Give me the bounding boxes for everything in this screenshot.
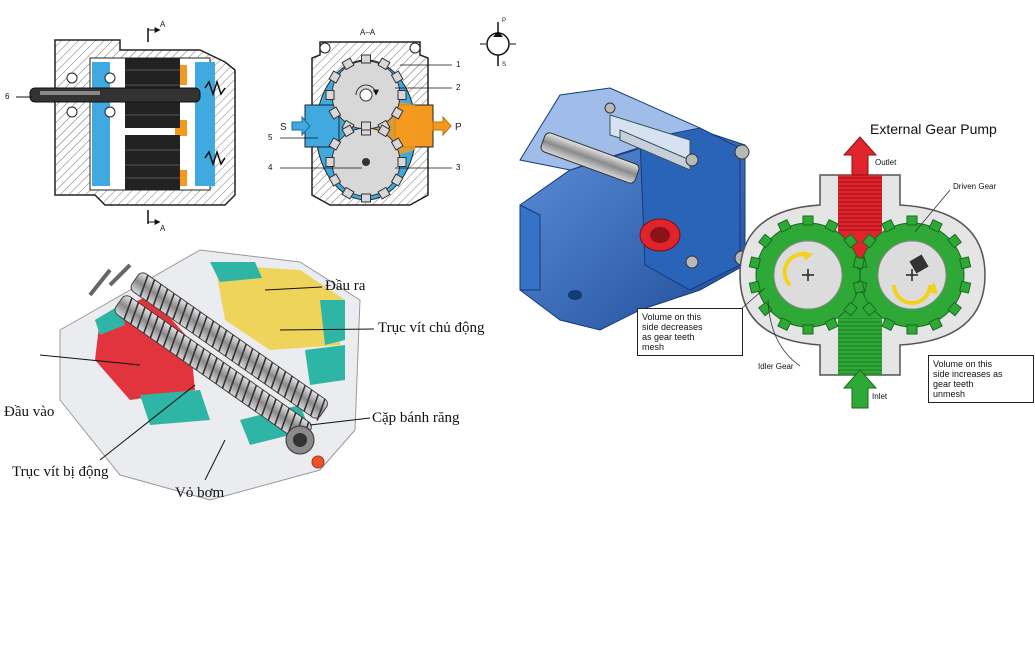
gear-tooth xyxy=(362,122,371,130)
callout-6: 6 xyxy=(5,92,9,101)
gear-tooth xyxy=(326,91,334,100)
callout-3: 3 xyxy=(456,163,460,172)
gear-tooth xyxy=(853,257,864,269)
label-inlet: Inlet xyxy=(872,392,887,401)
label-outlet-vn: Đầu ra xyxy=(325,278,365,295)
callout-2: 2 xyxy=(456,83,460,92)
section-title: A–A xyxy=(360,28,375,37)
gear-tooth xyxy=(907,216,917,225)
gear-tooth xyxy=(362,55,371,63)
note-volume-decreases: Volume on this side decreases as gear te… xyxy=(637,308,743,356)
gear-tooth xyxy=(853,281,864,293)
label-inlet-vn: Đầu vào xyxy=(4,404,54,421)
note-volume-increases: Volume on this side increases as gear te… xyxy=(928,355,1034,403)
symbol-s-label: S xyxy=(502,62,506,68)
label-idler-gear: Idler Gear xyxy=(758,362,794,371)
symbol-p-label: P xyxy=(502,18,506,24)
gear-tooth xyxy=(749,281,760,293)
callout-1: 1 xyxy=(456,60,460,69)
gear-tooth xyxy=(398,91,406,100)
label-gear-pair: Cặp bánh răng xyxy=(372,410,459,427)
gear-tooth xyxy=(960,257,971,269)
section-marker-bottom: A xyxy=(160,224,165,233)
gear-tooth xyxy=(960,281,971,293)
callout-4: 4 xyxy=(268,163,272,172)
section-marker-top: A xyxy=(160,20,165,29)
gear-tooth xyxy=(803,325,813,334)
gear-pump-longitudinal-section xyxy=(16,28,235,224)
blue-gear-pump-3d xyxy=(520,88,749,330)
gear-pump-cross-section xyxy=(280,42,452,205)
screw-pump-cutaway xyxy=(40,250,374,500)
label-driven-gear: Driven Gear xyxy=(953,182,996,191)
gear-tooth xyxy=(803,216,813,225)
gear-tooth xyxy=(398,158,406,167)
label-outlet: Outlet xyxy=(875,158,896,167)
suction-label: S xyxy=(280,122,287,133)
pressure-label: P xyxy=(455,122,462,133)
label-driven-screw: Trục vít bị động xyxy=(12,464,109,481)
label-drive-screw: Trục vít chủ động xyxy=(378,320,485,337)
gear-tooth xyxy=(362,194,371,202)
external-gear-pump-title: External Gear Pump xyxy=(870,121,997,137)
gear-tooth xyxy=(326,158,334,167)
label-housing: Vỏ bơm xyxy=(175,485,224,502)
hydraulic-pump-symbol xyxy=(480,22,516,66)
gear-tooth xyxy=(749,257,760,269)
callout-5: 5 xyxy=(268,133,272,142)
gear-tooth xyxy=(907,325,917,334)
